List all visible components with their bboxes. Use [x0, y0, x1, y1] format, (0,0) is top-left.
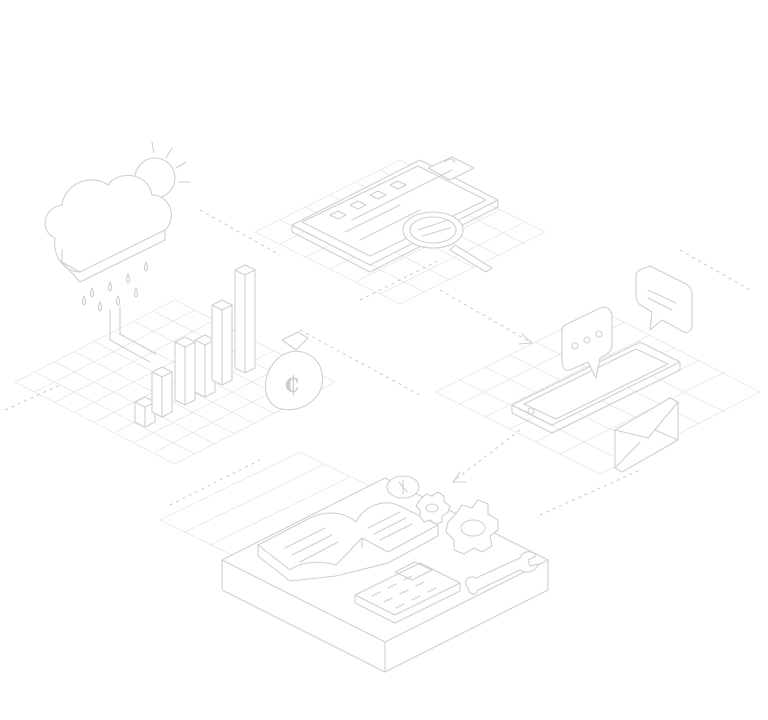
- open-book-icon: [257, 502, 439, 582]
- envelope-icon: [614, 397, 679, 473]
- chat-bubble-icon: [561, 306, 613, 379]
- weather-group: [44, 141, 191, 363]
- bar-chart-icon: [134, 264, 256, 428]
- magnifier-icon: [402, 211, 493, 273]
- cloud-rain-sun-icon: [44, 141, 191, 363]
- workspace-group: [221, 475, 549, 673]
- coin-icon: [386, 475, 420, 499]
- chat-bubble-icon: [635, 265, 693, 334]
- money-bag-icon: ₵: [264, 331, 324, 411]
- clipboard-group: [291, 156, 499, 273]
- calculator-icon: [354, 561, 461, 624]
- currency-symbol: ₵: [284, 372, 299, 398]
- gear-icon: [445, 499, 499, 555]
- clipboard-checklist-icon: [291, 156, 499, 273]
- gear-icon: [415, 491, 451, 525]
- wrench-icon: [465, 551, 539, 595]
- communication-group: [511, 265, 693, 473]
- connectors: [4, 209, 751, 516]
